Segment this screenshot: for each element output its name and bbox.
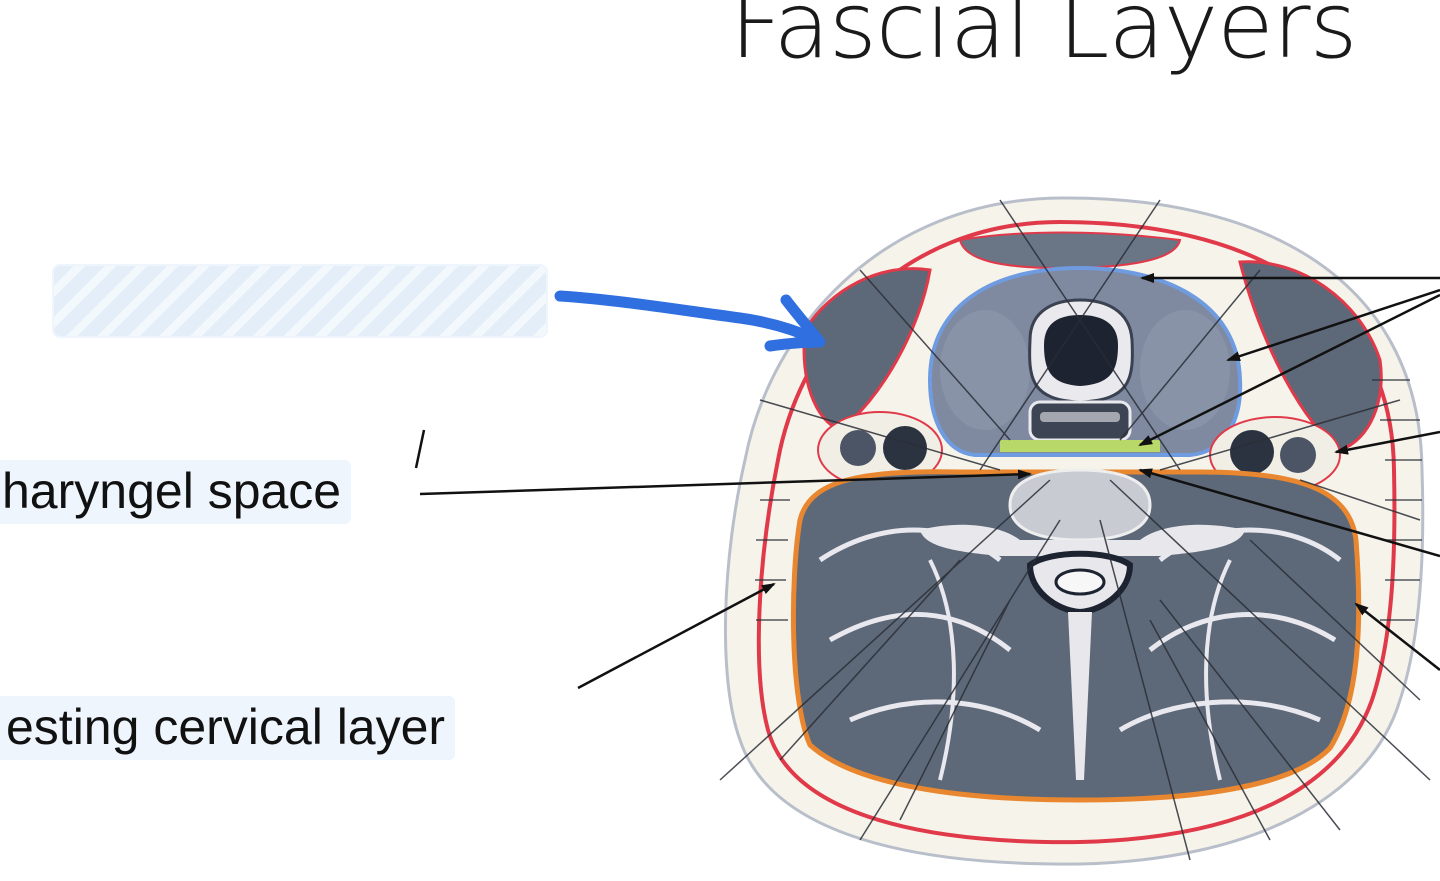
pointer-arrows [414, 273, 1440, 690]
arrow-alar [1138, 468, 1440, 558]
slide-title: Fascial Layers [730, 0, 1358, 79]
label-hatch-lines [719, 199, 1431, 861]
spinal-cord [1054, 568, 1106, 596]
thyroid-right-lobe [1140, 310, 1230, 430]
transverse-processes [920, 524, 1245, 556]
hidden-answer-box[interactable] [54, 266, 546, 336]
label-retropharyngeal-space: haryngel space [0, 460, 352, 524]
arrow-prevertebral [1354, 602, 1440, 671]
sternocleidomastoid-right [1238, 260, 1383, 452]
arrow-retropharyngeal [419, 469, 1032, 496]
arrow-pretracheal-2 [1226, 288, 1440, 362]
trachea-lumen [1044, 315, 1118, 386]
sternocleidomastoid-left [802, 267, 932, 432]
vertebral-body [1008, 468, 1152, 542]
label-investing-cervical-layer: esting cervical layer [0, 696, 456, 760]
pen-arrow-icon [554, 290, 826, 352]
pen-tick [414, 429, 426, 469]
thyroid-left-lobe [940, 310, 1030, 430]
investing-fascia-line [756, 219, 1397, 845]
arrow-pretracheal-3 [1138, 293, 1440, 447]
arrow-carotid [1334, 430, 1440, 455]
strap-muscle [958, 231, 1182, 270]
buccopharyngeal-fascia [1000, 440, 1160, 452]
arrow-investing [577, 582, 776, 690]
spinous-process [1068, 612, 1092, 780]
